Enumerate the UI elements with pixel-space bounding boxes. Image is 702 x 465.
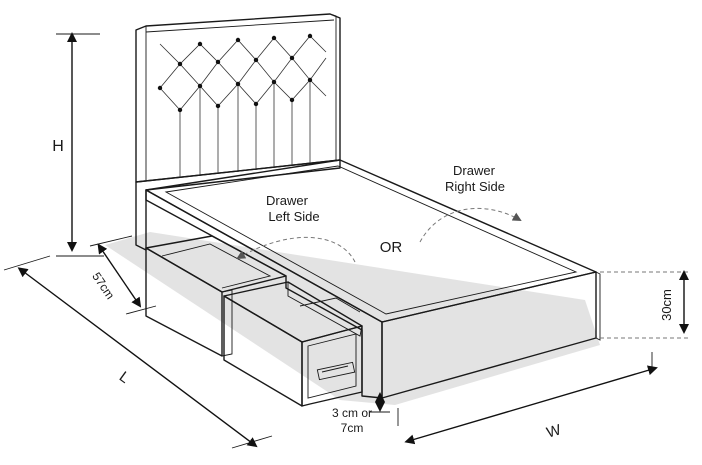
drawer-right-arrow (419, 208, 522, 243)
width-dimension (397, 352, 658, 445)
drawer-left-label-line1: Drawer (266, 193, 309, 208)
drawer-right-label-line1: Drawer (453, 163, 496, 178)
depth-label: 57cm (89, 270, 117, 302)
height-dimension (56, 32, 104, 257)
floor-shadow (105, 232, 600, 405)
width-label: W (545, 421, 564, 441)
headboard (135, 13, 341, 183)
drawer-left-label-line2: Left Side (268, 209, 319, 224)
gap-dimension (370, 392, 390, 413)
drawer-right-label-line2: Right Side (445, 179, 505, 194)
tufting-buttons (157, 33, 313, 113)
base-top-inner (164, 165, 578, 315)
drawer-runner (316, 361, 356, 381)
length-label: L (116, 368, 133, 387)
base-height-dimension (600, 270, 690, 339)
depth-dimension (89, 235, 157, 315)
gap-label-line2: 7cm (341, 421, 364, 435)
height-label: H (52, 138, 64, 155)
or-label: OR (380, 239, 403, 256)
length-dimension (3, 255, 273, 449)
tufting-pattern (159, 35, 327, 178)
gap-label-line1: 3 cm or (332, 406, 372, 420)
base-height-label: 30cm (659, 289, 674, 321)
